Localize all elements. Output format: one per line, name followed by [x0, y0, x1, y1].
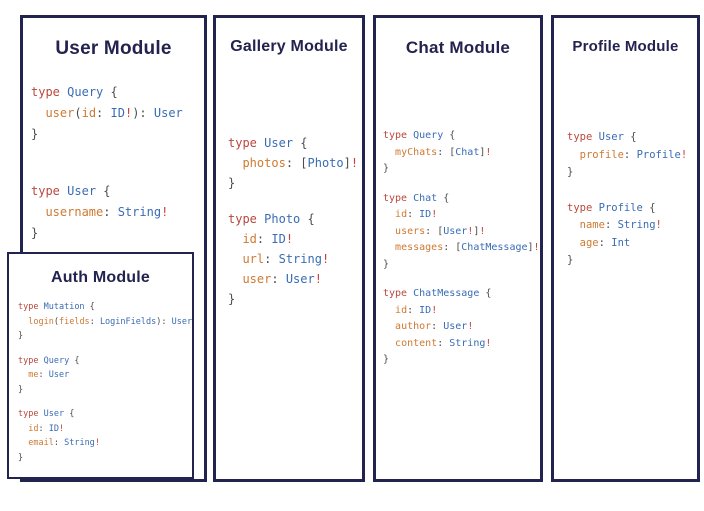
- panel-title-auth-module: Auth Module: [50, 269, 151, 286]
- panel-profile-module: Profile Module type User { profile: Prof…: [551, 15, 700, 482]
- panel-title-chat-module: Chat Module: [405, 38, 511, 57]
- panel-title-profile-module: Profile Module: [572, 38, 679, 55]
- panel-auth-module: Auth Module type Mutation { login(fields…: [7, 252, 194, 479]
- code-block-profile-module: type User { profile: Profile!}type Profi…: [567, 131, 688, 266]
- code-block-auth-module: type Mutation { login(fields: LoginField…: [18, 302, 193, 463]
- panel-chat-module: Chat Module type Query { myChats: [Chat]…: [373, 15, 543, 482]
- code-block-user-module: type Query { user(id: ID!): User}type Us…: [31, 85, 183, 240]
- panel-title-gallery-module: Gallery Module: [230, 38, 348, 55]
- panel-gallery-module: Gallery Module type User { photos: [Phot…: [213, 15, 365, 482]
- panel-title-user-module: User Module: [55, 38, 172, 59]
- code-block-chat-module: type Query { myChats: [Chat]!}type Chat …: [383, 130, 540, 365]
- code-block-gallery-module: type User { photos: [Photo]!}type Photo …: [228, 136, 359, 306]
